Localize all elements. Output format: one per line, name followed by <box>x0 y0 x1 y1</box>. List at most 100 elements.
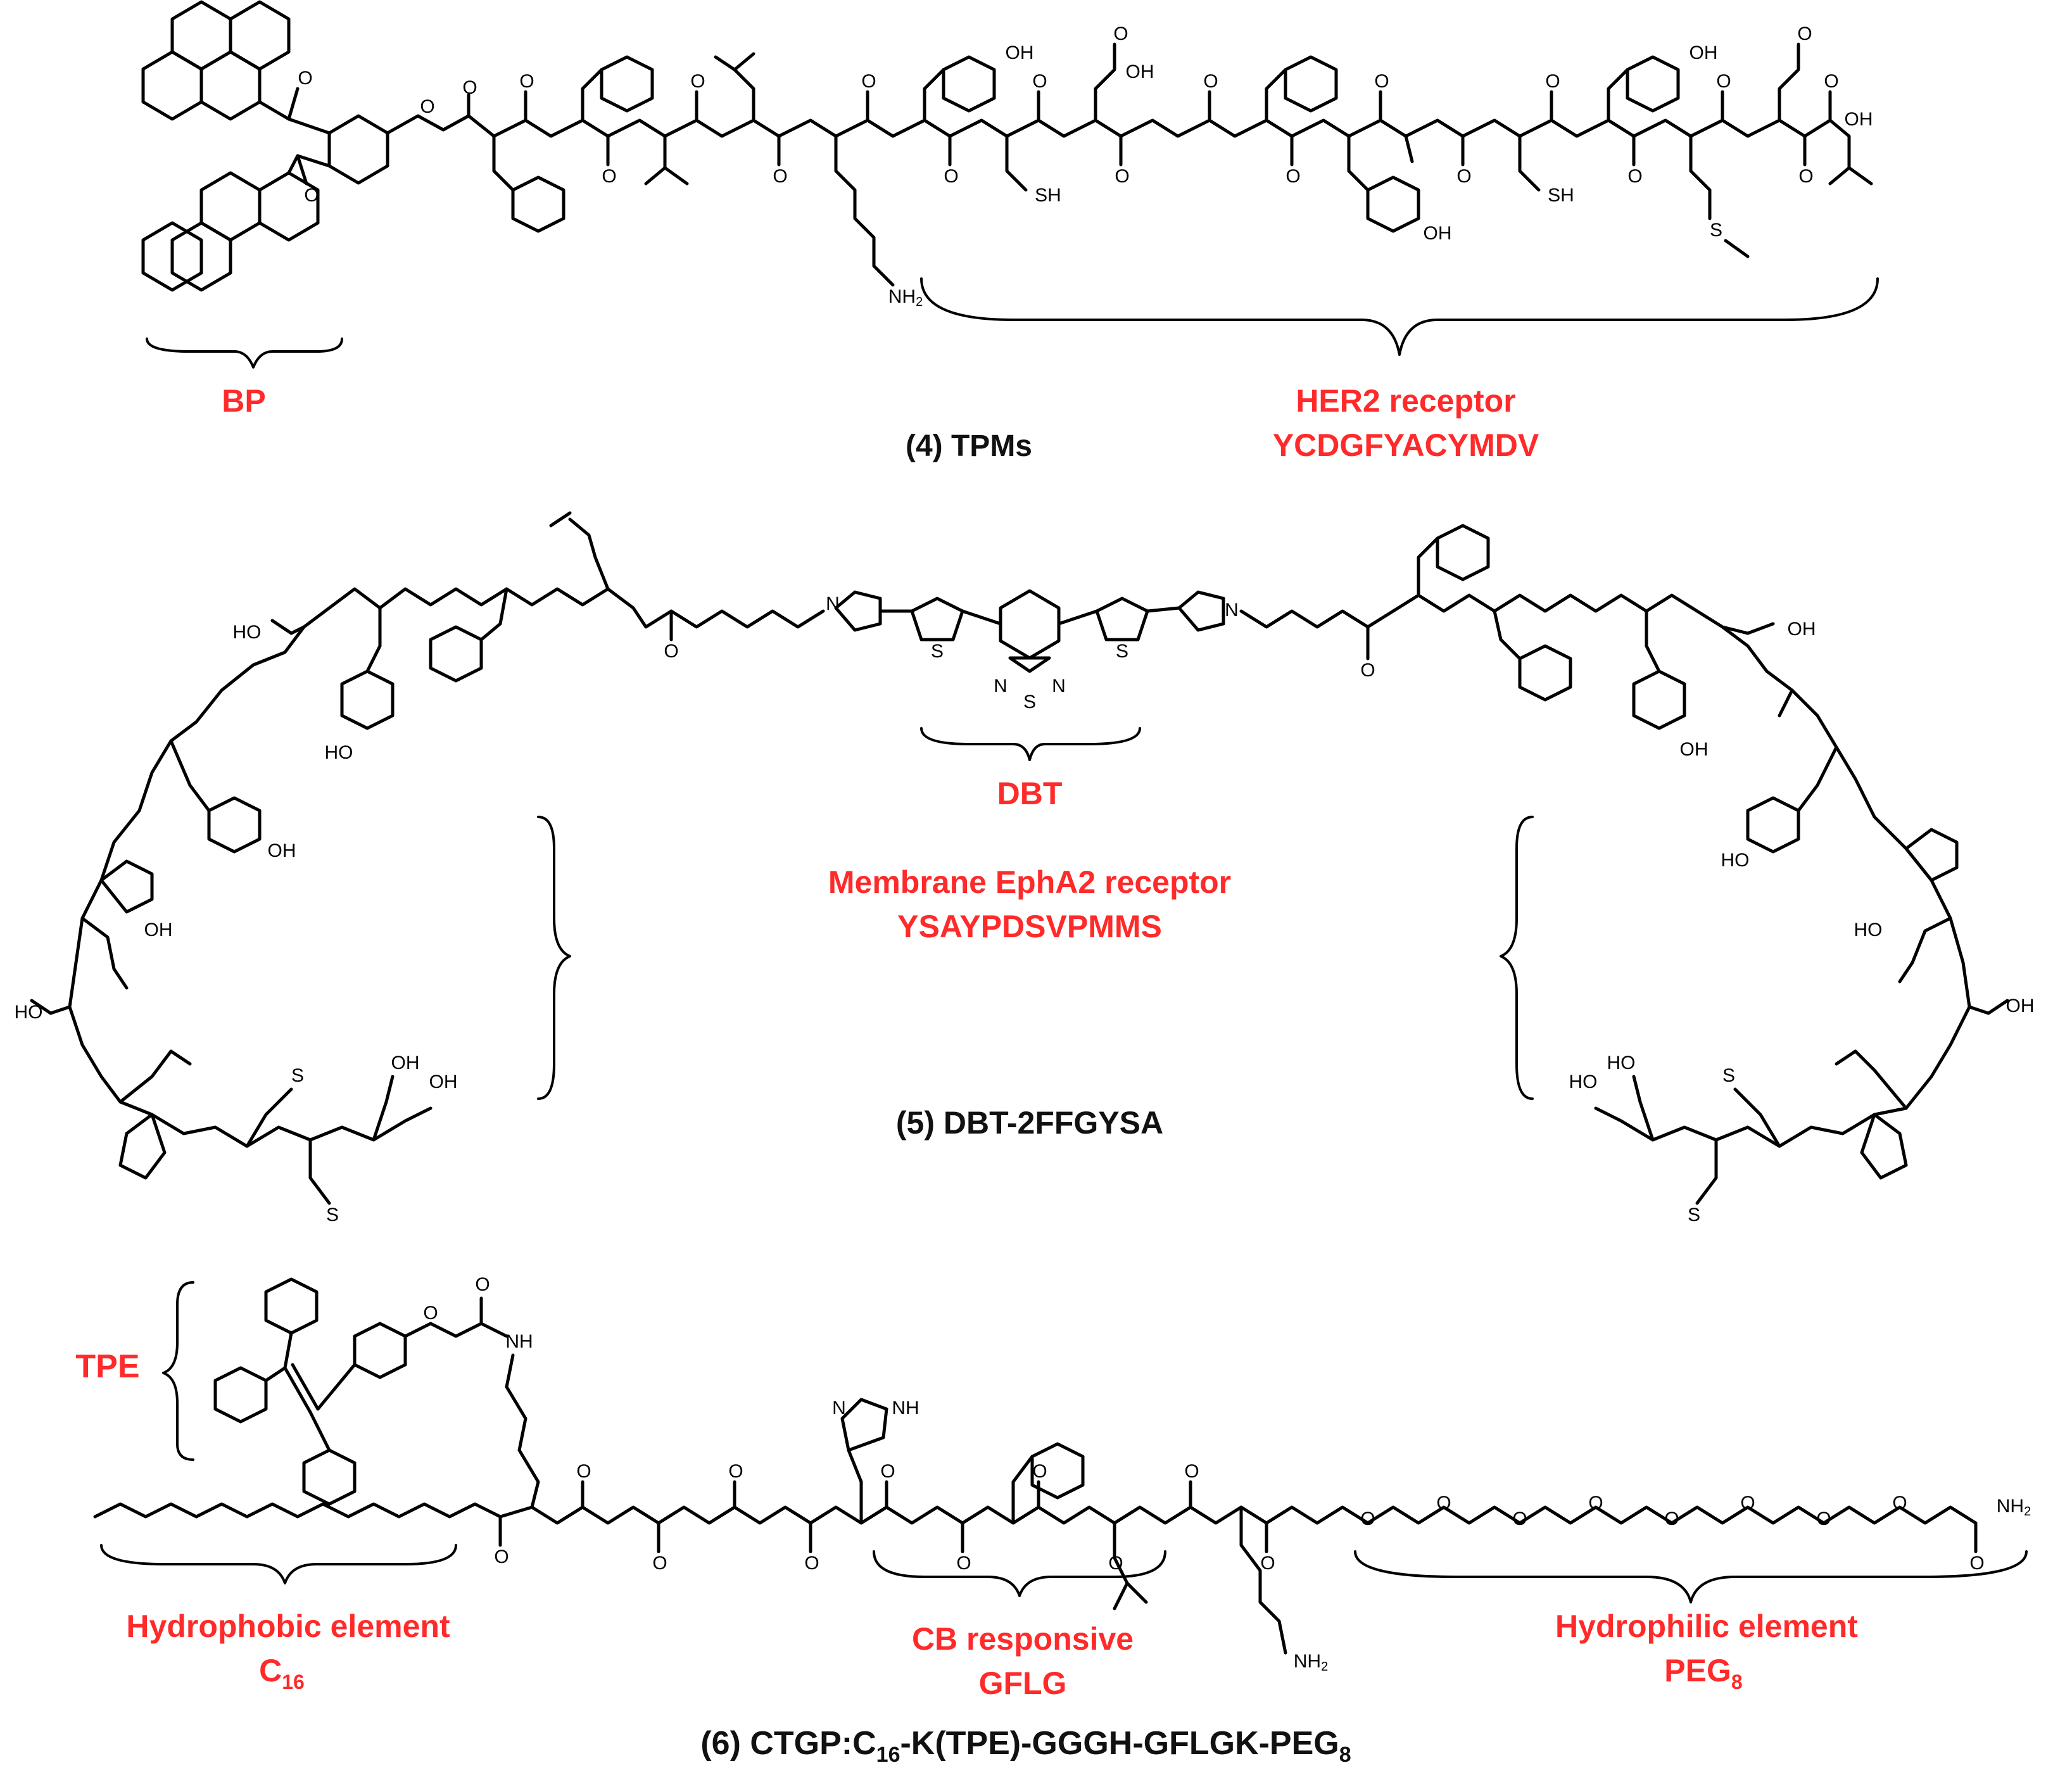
o: O <box>1892 1493 1907 1514</box>
o: O <box>861 71 876 92</box>
gflg-brace <box>873 1550 1166 1597</box>
o: O <box>1115 166 1129 187</box>
cys-sh-2: SH <box>1548 185 1574 206</box>
peg8-chain <box>1315 1505 1978 1525</box>
o: O <box>1360 1508 1375 1529</box>
o: O <box>1969 1553 1984 1574</box>
hydrophilic-label-line2: PEG8 <box>1664 1653 1742 1693</box>
her2-peptide-backbone <box>467 114 1832 138</box>
tpe-brace <box>162 1281 194 1461</box>
o: O <box>956 1553 971 1574</box>
o: O <box>1113 23 1128 44</box>
asp-ho-right: HO <box>1854 920 1883 940</box>
o: O <box>576 1461 591 1482</box>
cb-label-line2: GFLG <box>979 1666 1067 1701</box>
asp-oh-left: OH <box>144 920 173 940</box>
o: O <box>1436 1493 1451 1514</box>
o: O <box>1545 71 1560 92</box>
o: O <box>1260 1553 1275 1574</box>
o: O <box>1360 660 1375 681</box>
cys-sh: SH <box>1035 185 1061 206</box>
peg-nh2: NH2 <box>1997 1496 2031 1519</box>
o: O <box>1740 1493 1755 1514</box>
pyrene-top <box>141 0 291 121</box>
peg8-brace <box>1354 1550 2028 1603</box>
o: O <box>1816 1508 1831 1529</box>
her2-side-chains: NH2 OH SH O OH OH SH OH S O <box>492 23 1873 309</box>
ctgp-title: (6) CTGP:C16-K(TPE)-GGGH-GFLGK-PEG8 <box>700 1725 1351 1767</box>
acetyl-o: O <box>462 77 477 98</box>
o: O <box>1824 71 1838 92</box>
o: O <box>664 641 678 662</box>
o: O <box>1286 166 1300 187</box>
his-n: N <box>832 1398 846 1419</box>
her2-brace <box>920 277 1879 356</box>
epha2-label-line1: Membrane EphA2 receptor <box>828 864 1231 900</box>
bp-label: BP <box>222 383 265 419</box>
o: O <box>602 166 616 187</box>
ser-oh-left: OH <box>391 1053 420 1073</box>
ser-ho-right-3: HO <box>1607 1053 1636 1073</box>
dbt-core: N N S S S N N O O <box>631 589 1395 712</box>
met-s-left: S <box>291 1065 304 1086</box>
met-s-right-2: S <box>1688 1204 1700 1225</box>
n: N <box>1225 600 1239 621</box>
s: S <box>931 641 944 662</box>
terminal-oh-left: OH <box>429 1072 458 1092</box>
o: O <box>1032 71 1047 92</box>
met-s: S <box>1710 220 1722 241</box>
right-side-chains: OH OH HO HO OH S S HO HO <box>1417 524 2035 1225</box>
ketone-o-top: O <box>298 68 312 89</box>
right-peptide-arm <box>1391 593 1971 1148</box>
hydrophobic-label-line2: C16 <box>259 1653 305 1693</box>
o: O <box>1627 166 1642 187</box>
o: O <box>1374 71 1389 92</box>
o: O <box>1588 1493 1603 1514</box>
ether-o: O <box>420 96 434 117</box>
her2-label-line1: HER2 receptor <box>1296 383 1515 419</box>
asp-oh: OH <box>1126 61 1154 82</box>
hydrophilic-label-line1: Hydrophilic element <box>1555 1609 1858 1644</box>
n: N <box>826 593 840 614</box>
epha2-label-line2: YSAYPDSVPMMS <box>897 909 1162 944</box>
o: O <box>1184 1461 1199 1482</box>
o: O <box>1664 1508 1679 1529</box>
right-receptor-brace <box>1500 816 1534 1100</box>
lys-nh2: NH2 <box>888 286 923 309</box>
tyr-oh-right: OH <box>1680 739 1709 760</box>
s: S <box>1116 641 1128 662</box>
o: O <box>804 1553 819 1574</box>
o: O <box>690 71 705 92</box>
ser-ho-left: HO <box>233 622 262 643</box>
o: O <box>880 1461 895 1482</box>
met-s-left-2: S <box>326 1204 339 1225</box>
cb-label-line1: CB responsive <box>912 1621 1134 1657</box>
c16-chain <box>93 1502 502 1519</box>
ser-ho-left-2: HO <box>15 1002 43 1023</box>
dbt-2ffgysa-title: (5) DBT-2FFGYSA <box>896 1105 1163 1141</box>
left-receptor-brace <box>537 816 571 1100</box>
c16-brace <box>100 1544 457 1584</box>
tyr-oh-3: OH <box>1690 42 1718 63</box>
left-peptide-arm <box>68 587 635 1148</box>
o: O <box>475 1274 490 1295</box>
o: O <box>652 1553 667 1574</box>
left-side-chains: HO HO OH OH HO S S OH OH <box>15 511 610 1225</box>
n: N <box>1052 676 1066 697</box>
o: O <box>1716 71 1731 92</box>
o: O <box>1456 166 1471 187</box>
o: O <box>1797 23 1812 44</box>
central-benzene: O O O O <box>258 68 477 206</box>
panel-5-dbt-2ffgysa: N N S S S N N O O <box>15 511 2035 1225</box>
o: O <box>1203 71 1218 92</box>
panel-6-ctgp: O O NH O O O O O O O O O O O NH <box>75 1274 2031 1767</box>
o: O <box>1032 1461 1047 1482</box>
panel-4-tpms: O O O O O O O O O O O O O O O O O O O O … <box>141 0 1879 463</box>
o: O <box>494 1546 509 1567</box>
dbt-brace <box>920 727 1141 761</box>
tyr-oh-left: OH <box>268 840 296 861</box>
ser-oh-right-2: OH <box>2006 996 2035 1016</box>
hydrophobic-label-line1: Hydrophobic element <box>126 1609 450 1644</box>
terminal-ho-right: HO <box>1569 1072 1598 1092</box>
her2-carbonyls: O O O O O O O O O O O O O O O O O OH <box>519 71 1873 187</box>
